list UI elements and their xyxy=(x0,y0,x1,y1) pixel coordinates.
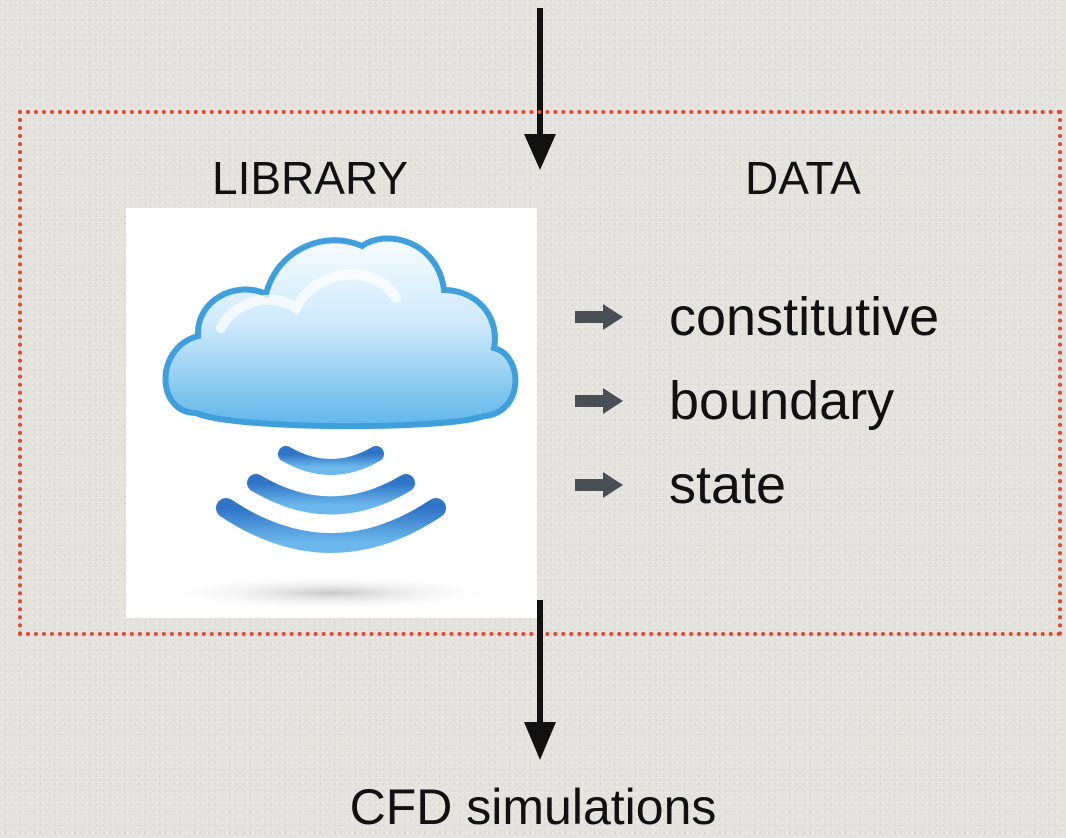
output-arrow xyxy=(524,600,556,760)
output-label: CFD simulations xyxy=(349,779,717,835)
data-item: constitutive xyxy=(575,275,939,359)
data-item-label: state xyxy=(669,455,787,515)
right-arrow-icon xyxy=(575,388,623,414)
input-arrow xyxy=(524,8,556,170)
data-heading: DATA xyxy=(745,152,861,204)
right-arrow-icon xyxy=(575,304,623,330)
data-list: constitutive boundary state xyxy=(575,275,939,527)
data-item: state xyxy=(575,443,939,527)
library-heading: LIBRARY xyxy=(212,152,409,204)
data-item-label: constitutive xyxy=(669,287,940,347)
cloud-signal-icon xyxy=(126,208,537,618)
signal-waves xyxy=(216,446,446,553)
cloud-shape xyxy=(162,235,519,430)
data-item: boundary xyxy=(575,359,939,443)
data-item-label: boundary xyxy=(669,371,895,431)
right-arrow-icon xyxy=(575,472,623,498)
